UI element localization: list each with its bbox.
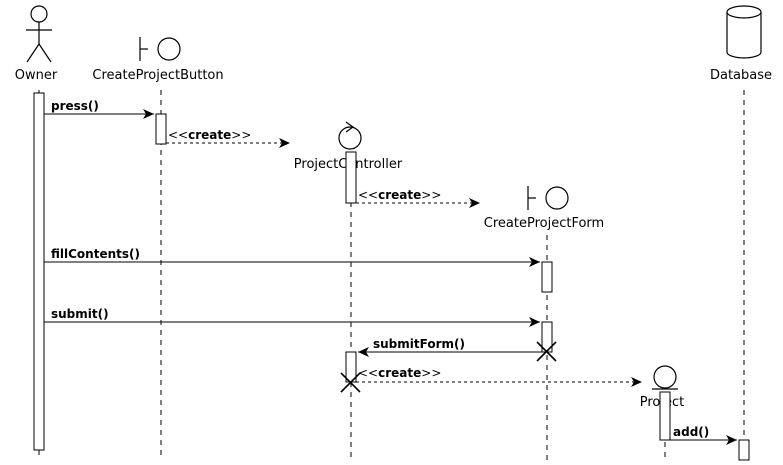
message-label: <<create>>	[168, 128, 251, 142]
activation-bar	[33, 92, 45, 451]
participant-database: Database	[710, 5, 772, 461]
message-submit: submit()	[44, 307, 540, 327]
entity-icon	[652, 365, 678, 390]
message-label: submitForm()	[373, 337, 465, 351]
participant-label: CreateProjectForm	[484, 216, 604, 231]
message-add: add()	[670, 425, 737, 445]
message-label: <<create>>	[358, 366, 441, 380]
message-create-controller: <<create>>	[166, 128, 290, 148]
message-label: submit()	[51, 307, 109, 321]
control-icon	[338, 121, 362, 150]
message-label: add()	[673, 425, 709, 439]
message-label: <<create>>	[358, 188, 441, 202]
activation-bar	[659, 391, 671, 441]
boundary-icon	[527, 186, 569, 210]
message-label: press()	[51, 99, 99, 113]
message-press: press()	[44, 99, 154, 119]
participant-create-project-form: CreateProjectForm	[484, 186, 604, 460]
destroy-marker	[340, 372, 361, 393]
message-create-form: <<create>>	[356, 188, 480, 208]
boundary-icon	[139, 37, 181, 61]
participant-project: Project	[640, 365, 684, 460]
participant-label: CreateProjectButton	[92, 68, 223, 83]
message-create-project: <<create>>	[356, 366, 642, 387]
message-fill-contents: fillContents()	[44, 247, 540, 267]
participant-owner: Owner	[15, 5, 58, 460]
actor-icon	[26, 5, 52, 63]
activation-bar	[155, 113, 167, 145]
activation-bar	[738, 439, 750, 461]
participant-label: Owner	[15, 68, 58, 83]
activation-bar	[541, 261, 553, 293]
message-submit-form: submitForm()	[358, 337, 542, 357]
participant-project-controller: ProjectController	[294, 121, 403, 460]
destroy-marker	[536, 341, 557, 362]
participant-label: Database	[710, 68, 772, 83]
database-icon	[726, 5, 762, 59]
activation-bar	[345, 151, 357, 204]
message-label: fillContents()	[51, 247, 140, 261]
participant-create-project-button: CreateProjectButton	[92, 37, 224, 460]
